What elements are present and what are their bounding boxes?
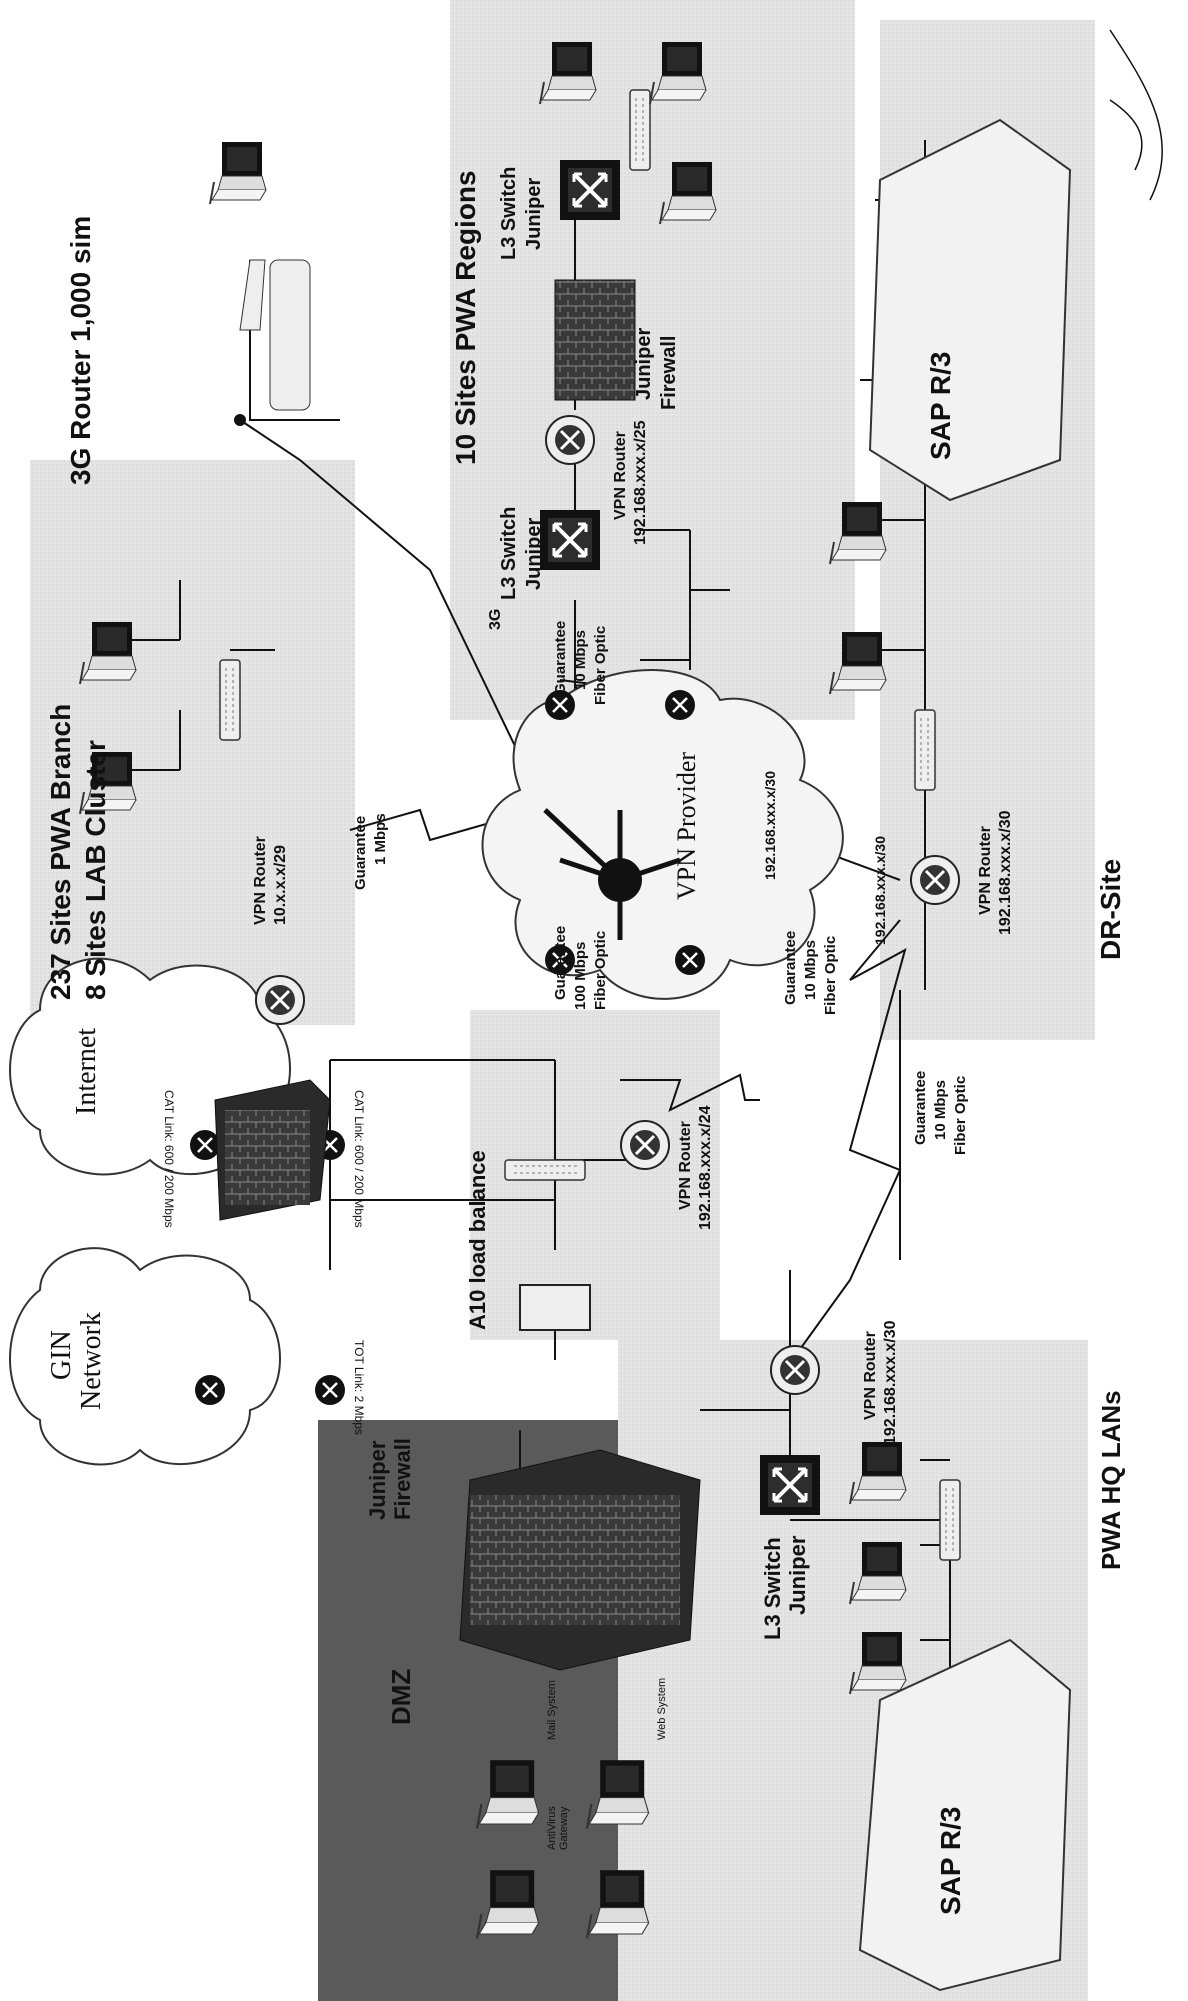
hq-title: PWA HQ LANs	[1096, 1390, 1126, 1570]
dr-router-label-2: 192.168.xxx.x/30	[997, 810, 1014, 935]
hq-l3-switch-label-1: L3 Switch	[760, 1537, 785, 1640]
hq-wan-3: Fiber Optic	[592, 931, 609, 1010]
3g-client-pc	[210, 142, 266, 204]
branch-hub	[220, 660, 240, 740]
core-hub	[505, 1160, 585, 1180]
regions-router-label-2: 192.168.xxx.x/25	[632, 420, 649, 545]
regions-wan-1: Guarantee	[552, 621, 569, 695]
dmz-antivirus-label-2: Gateway	[558, 1806, 570, 1850]
vpn-provider-label: VPN Provider	[672, 752, 701, 900]
hq-l3-switch-label-2: Juniper	[785, 1535, 810, 1615]
3g-title: 3G Router 1,000 sim	[65, 216, 96, 485]
dr-sap-server	[870, 120, 1070, 500]
branch-router-label-1: VPN Router	[252, 836, 269, 925]
dmz-antivirus-label-1: AntiVirus	[546, 1806, 558, 1850]
regions-title: 10 Sites PWA Regions	[450, 170, 481, 465]
hq-wan-2: 100 Mbps	[572, 942, 589, 1010]
cat-link-b-label: CAT Link: 600 / 200 Mbps	[162, 1090, 176, 1228]
hq-vpn-router-icon	[771, 1346, 819, 1394]
juniper-main-firewall	[460, 1450, 700, 1670]
hq-router-label-1: VPN Router	[862, 1331, 879, 1420]
dmz-web-label: Web System	[656, 1678, 668, 1740]
regions-wan-3: Fiber Optic	[592, 626, 609, 705]
branch-wan-1: Guarantee	[352, 816, 369, 890]
juniper-main-fw-label-2: Firewall	[390, 1438, 415, 1520]
dr-sap-label: SAP R/3	[925, 352, 956, 460]
branch-router-label-2: 10.x.x.x/29	[272, 845, 289, 925]
gin-edge-router	[315, 1375, 345, 1405]
vpn-subnet-a: 192.168.xxx.x/30	[762, 771, 778, 880]
regions-l3-b-2: Juniper	[523, 178, 545, 250]
vpn-subnet-b: 192.168.xxx.x/30	[872, 836, 888, 945]
regions-wan-2: 10 Mbps	[572, 630, 589, 690]
a10-load-balancer	[520, 1285, 590, 1330]
dr-site-title: DR-Site	[1095, 859, 1126, 960]
3g-link-label: 3G	[487, 609, 504, 630]
hq-dr-1: Guarantee	[912, 1071, 929, 1145]
hq-dr-2: 10 Mbps	[932, 1080, 949, 1140]
regions-fw-2: Firewall	[658, 336, 680, 410]
hq-router-label-2: 192.168.xxx.x/30	[882, 1320, 899, 1445]
hq-edge-router-label-2: 192.168.xxx.x/24	[697, 1105, 714, 1230]
dr-router-label-1: VPN Router	[977, 826, 994, 915]
regions-fw-1: Juniper	[633, 328, 655, 400]
gin-label-2: Network	[76, 1312, 107, 1410]
dr-hub	[915, 710, 935, 790]
branch-firewall	[215, 1080, 330, 1220]
regions-l3-switch-a-icon	[540, 510, 600, 570]
dmz-mail-label: Mail System	[546, 1680, 558, 1740]
regions-l3-a-2: Juniper	[523, 518, 545, 590]
regions-l3-b-1: L3 Switch	[498, 167, 520, 260]
hq-sap-label: SAP R/3	[935, 1807, 966, 1915]
regions-vpn-router-icon	[546, 416, 594, 464]
dr-wan-1: Guarantee	[782, 931, 799, 1005]
branch-title-line1: 237 Sites PWA Branch	[45, 704, 76, 1000]
hq-hub	[940, 1480, 960, 1560]
regions-router-label-1: VPN Router	[612, 431, 629, 520]
dr-vpn-router-icon	[911, 856, 959, 904]
hq-dr-3: Fiber Optic	[952, 1076, 969, 1155]
hq-wan-1: Guarantee	[552, 926, 569, 1000]
hq-edge-router-label-1: VPN Router	[677, 1121, 694, 1210]
hq-l3-switch-icon	[760, 1455, 820, 1515]
hq-edge-vpn-router-icon	[621, 1121, 669, 1169]
gin-label-1: GIN	[46, 1330, 77, 1380]
regions-hub	[630, 90, 650, 170]
dr-wan-3: Fiber Optic	[822, 936, 839, 1015]
3g-router	[234, 260, 310, 426]
juniper-main-fw-label-1: Juniper	[365, 1440, 390, 1520]
regions-l3-switch-b-icon	[560, 160, 620, 220]
regions-l3-a-1: L3 Switch	[498, 507, 520, 600]
tot-link-label: TOT Link: 2 Mbps	[352, 1340, 366, 1435]
dmz-title: DMZ	[386, 1669, 416, 1725]
dr-wan-2: 10 Mbps	[802, 940, 819, 1000]
a10-label: A10 load balance	[465, 1150, 490, 1330]
cat-link-a-label: CAT Link: 600 / 200 Mbps	[352, 1090, 366, 1228]
internet-label: Internet	[71, 1028, 102, 1115]
branch-title-line2: 8 Sites LAB Cluster	[80, 740, 111, 1000]
branch-wan-2: 1 Mbps	[372, 813, 389, 865]
branch-vpn-router-icon	[256, 976, 304, 1024]
signature-mark	[1110, 30, 1162, 200]
regions-firewall	[555, 280, 635, 400]
branch-region	[30, 460, 355, 1025]
